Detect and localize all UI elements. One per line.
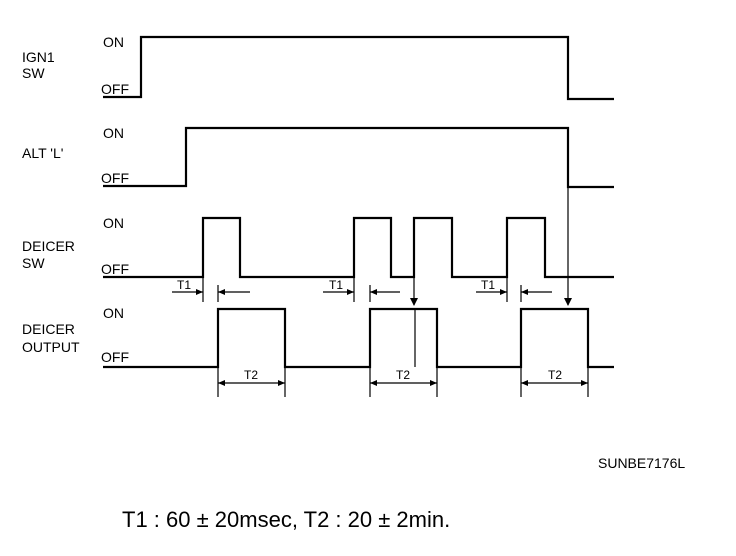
t1-label: T1 [177,278,191,292]
deicer-sw-off-label: OFF [101,261,129,277]
ign1-label-line1: IGN1 [22,49,55,65]
t1-label: T1 [481,278,495,292]
deicer-sw-on-label: ON [103,215,124,231]
ign1-waveform [103,35,614,101]
t1-marker: T1 [476,277,552,302]
t2-marker: T2 [520,367,589,397]
deicer-sw-label-line1: DEICER [22,238,75,254]
deicer-output-on-label: ON [103,305,124,321]
t2-marker: T2 [369,367,438,397]
ign1-on-label: ON [103,34,124,50]
reference-arrowhead [564,298,572,306]
t2-label: T2 [548,368,562,382]
deicer-output-waveform [103,307,614,369]
alt-on-label: ON [103,125,124,141]
t2-marker: T2 [217,367,286,397]
deicer-sw-label-line2: SW [22,255,45,271]
alt-waveform [103,126,614,189]
deicer-output-label-line2: OUTPUT [22,339,80,355]
t2-label: T2 [244,368,258,382]
alt-off-label: OFF [101,170,129,186]
alt-label: ALT 'L' [22,145,63,161]
ign1-off-label: OFF [101,81,129,97]
t1-label: T1 [329,278,343,292]
deicer-sw-waveform [103,216,614,279]
figure-code: SUNBE7176L [598,455,685,471]
deicer-output-off-label: OFF [101,349,129,365]
timing-note: T1 : 60 ± 20msec, T2 : 20 ± 2min. [122,507,450,532]
t2-label: T2 [396,368,410,382]
t1-marker: T1 [172,277,250,302]
deicer-output-label-line1: DEICER [22,321,75,337]
reference-arrowhead [410,298,418,306]
ign1-label-line2: SW [22,65,45,81]
t1-marker: T1 [323,277,400,302]
